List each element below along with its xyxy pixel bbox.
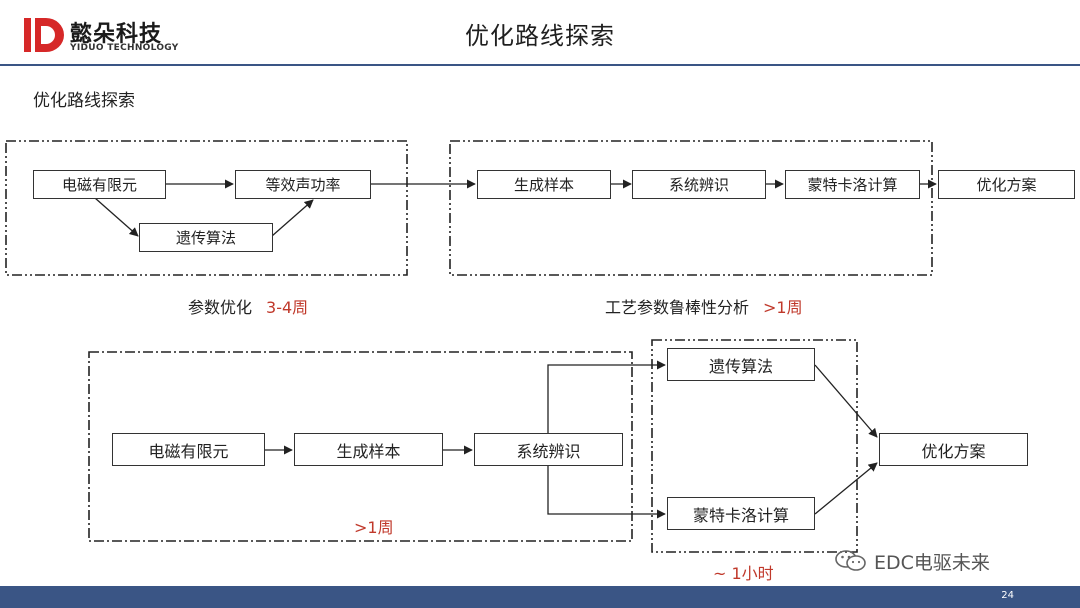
arrow-fem-to-genetic — [94, 197, 139, 237]
node-monte-carlo: 蒙特卡洛计算 — [785, 170, 920, 199]
page-title: 优化路线探索 — [465, 22, 615, 50]
parameter-optimization-caption: 参数优化 3-4周 — [188, 294, 308, 318]
header-divider — [0, 64, 1080, 66]
node-b-generate-samples: 生成样本 — [294, 433, 443, 466]
watermark: EDC电驱未来 — [834, 548, 1049, 574]
caption-label: 工艺参数鲁棒性分析 — [605, 298, 750, 317]
node-equivalent-sound-power: 等效声功率 — [235, 170, 371, 199]
caption-duration: 3-4周 — [266, 298, 309, 317]
wechat-icon — [835, 550, 866, 571]
page-number: 24 — [1001, 590, 1014, 601]
node-em-finite-element: 电磁有限元 — [33, 170, 166, 199]
arrow-b-genetic-to-result — [814, 364, 878, 438]
logo-mark-icon — [24, 18, 64, 52]
watermark-text: EDC电驱未来 — [874, 551, 990, 574]
node-b-monte-carlo: 蒙特卡洛计算 — [667, 497, 815, 530]
brand-name-en: YIDUO TECHNOLOGY — [70, 43, 179, 53]
arrow-genetic-to-power — [271, 199, 314, 237]
node-system-identification: 系统辨识 — [632, 170, 766, 199]
node-genetic-algorithm: 遗传算法 — [139, 223, 273, 252]
node-b-em-finite-element: 电磁有限元 — [112, 433, 265, 466]
bottom-right-group — [651, 339, 858, 553]
bottom-left-duration: >1周 — [354, 518, 394, 537]
node-generate-samples: 生成样本 — [477, 170, 611, 199]
node-b-system-identification: 系统辨识 — [474, 433, 623, 466]
robustness-analysis-caption: 工艺参数鲁棒性分析 >1周 — [605, 294, 803, 318]
robustness-analysis-group — [449, 140, 933, 276]
node-b-optimization-result: 优化方案 — [879, 433, 1028, 466]
company-logo: 懿朵科技 YIDUO TECHNOLOGY — [22, 14, 182, 56]
caption-duration: >1周 — [763, 298, 803, 317]
node-b-genetic-algorithm: 遗传算法 — [667, 348, 815, 381]
brand-name-cn: 懿朵科技 — [70, 22, 163, 47]
arrow-b-sysid-to-montecarlo — [547, 466, 666, 519]
section-title: 优化路线探索 — [33, 91, 135, 111]
bottom-left-group — [88, 351, 633, 542]
node-optimization-result: 优化方案 — [938, 170, 1075, 199]
footer-bar: 24 — [0, 586, 1080, 608]
caption-label: 参数优化 — [188, 298, 253, 317]
bottom-right-duration: ~ 1小时 — [713, 564, 774, 583]
arrow-b-sysid-to-genetic — [547, 360, 666, 433]
arrow-b-montecarlo-to-result — [814, 462, 878, 515]
header: 懿朵科技 YIDUO TECHNOLOGY 优化路线探索 — [0, 0, 1080, 66]
parameter-optimization-group — [5, 140, 408, 276]
